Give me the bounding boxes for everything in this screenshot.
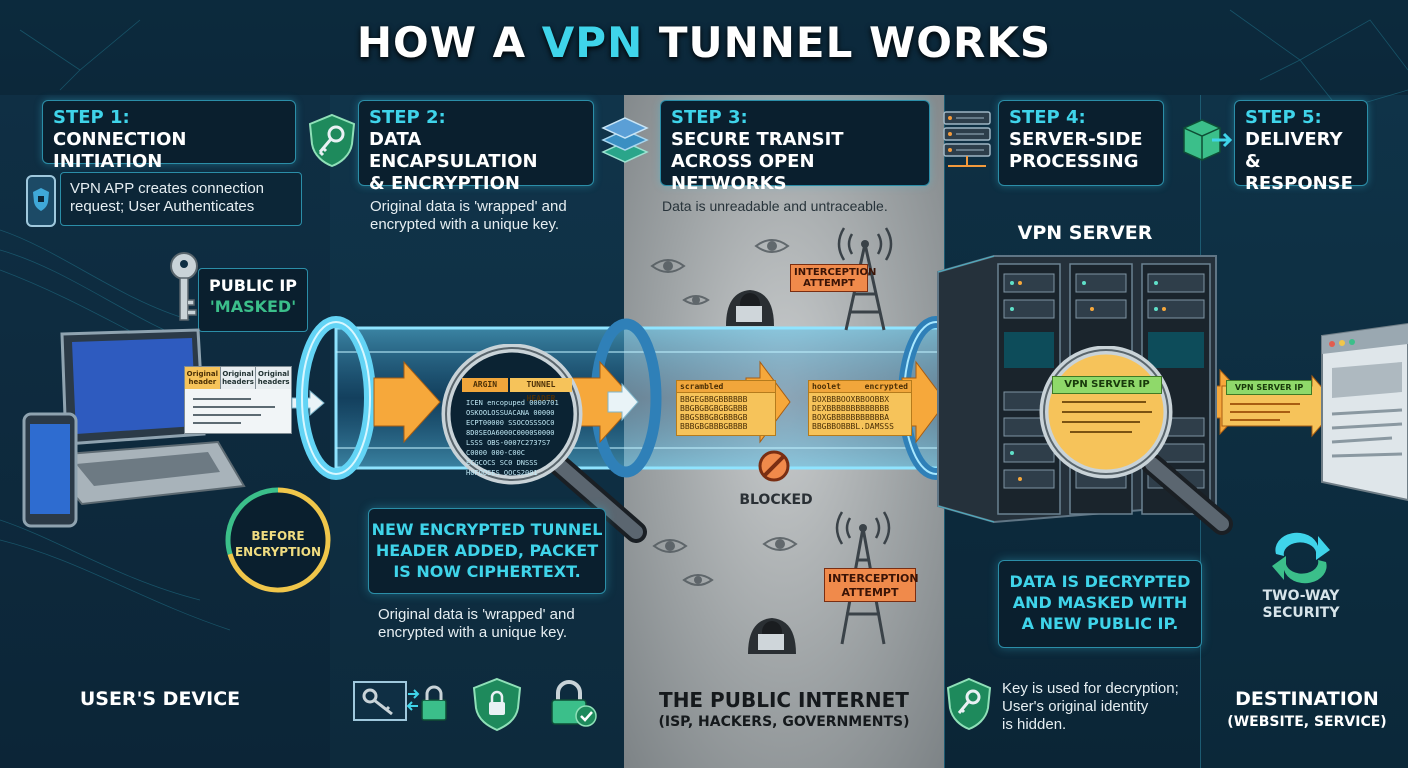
server-magnifier-icon: [1039, 346, 1233, 535]
original-packet: Original header Original headers Origina…: [184, 366, 292, 434]
shield-key-icon: [308, 113, 356, 168]
step-1-label: STEP 1:: [53, 107, 130, 128]
two-way-arrows-icon: [1272, 532, 1330, 584]
step-5-name-line2: RESPONSE: [1245, 173, 1353, 194]
scrambled-header: scrambled: [677, 381, 775, 393]
step-4-name-line2: PROCESSING: [1009, 151, 1139, 172]
step-5-name-line1: DELIVERY &: [1245, 129, 1343, 172]
padlock-check-icon: [551, 680, 597, 727]
masked-label: 'MASKED': [209, 297, 297, 316]
surveillance-eyes-decoration: [650, 239, 890, 654]
package-delivery-icon: [1183, 119, 1233, 161]
two-way-security-label: TWO-WAY SECURITY: [1262, 588, 1340, 621]
step-2-desc2-line2: encrypted with a unique key.: [378, 624, 568, 641]
before-encryption-ring: [225, 487, 331, 593]
server-rack-icon: [943, 111, 991, 167]
key-lock-exchange-icon: [353, 681, 447, 721]
step-4-name-line1: SERVER-SIDE: [1009, 129, 1143, 150]
public-ip-label: PUBLIC IP: [208, 276, 298, 295]
users-device-label: USER'S DEVICE: [79, 688, 241, 710]
app-text-line2: request; User Authenticates: [70, 198, 255, 215]
step-2-desc2-line1: Original data is 'wrapped' and: [378, 606, 575, 623]
lens-header-a: ARGIN: [462, 378, 508, 392]
callout-line3: IS NOW CIPHERTEXT.: [393, 562, 581, 581]
decrypted-callout: DATA IS DECRYPTED AND MASKED WITH A NEW …: [998, 560, 1202, 648]
key-icon: [170, 252, 198, 321]
before-line2: ENCRYPTION: [234, 545, 321, 559]
ciphertext-callout: NEW ENCRYPTED TUNNEL HEADER ADDED, PACKE…: [368, 508, 606, 594]
blocked-label: BLOCKED: [739, 492, 813, 508]
before-encryption-label: BEFORE ENCRYPTION: [222, 528, 334, 560]
destination-label: DESTINATION: [1235, 688, 1379, 710]
website-window-illustration: [1321, 322, 1408, 502]
lens-header-b: TUNNEL HEADER: [510, 378, 572, 403]
step-4-header: STEP 4: SERVER-SIDE PROCESSING: [998, 100, 1164, 186]
step-2-name-line1: DATA ENCAPSULATION: [369, 129, 538, 172]
step-2-label: STEP 2:: [369, 107, 446, 128]
ciphertext-lines: ICEN encopuped 0000701 OSKOOLOSSUACANA 0…: [466, 399, 559, 477]
step-2-header: STEP 2: DATA ENCAPSULATION & ENCRYPTION: [358, 100, 594, 194]
layers-icon: [601, 117, 649, 163]
packet-header-2: Original headers: [220, 367, 257, 389]
vpn-app-info-box: [60, 172, 302, 226]
key-text-line2: User's original identity: [1002, 698, 1149, 715]
key-text-line1: Key is used for decryption;: [1002, 680, 1179, 697]
step-2-desc-line2: encrypted with a unique key.: [370, 216, 560, 233]
key-text-line3: is hidden.: [1002, 716, 1067, 733]
shield-key-icon-2: [946, 677, 992, 730]
step-3-name-line2: ACROSS OPEN NETWORKS: [671, 151, 815, 194]
shield-lock-icon: [472, 677, 522, 732]
before-line1: BEFORE: [251, 529, 305, 543]
page-title: HOW A VPN TUNNEL WORKS: [356, 18, 1052, 67]
app-text-line1: VPN APP creates connection: [70, 180, 265, 197]
public-ip-badge: PUBLIC IP 'MASKED': [198, 268, 308, 332]
vpn-server-label: VPN SERVER: [1017, 222, 1153, 244]
callout-line2: HEADER ADDED, PACKET: [375, 541, 599, 560]
step-5-header: STEP 5: DELIVERY & RESPONSE: [1234, 100, 1368, 194]
blocked-icon: [758, 450, 790, 482]
step-2-name-line2: & ENCRYPTION: [369, 173, 520, 194]
laptop-phone-illustration: [22, 328, 246, 528]
vpn-server-ip-tag: VPN SERVER IP: [1052, 376, 1162, 394]
destination-sublabel: (WEBSITE, SERVICE): [1227, 714, 1387, 730]
title-highlight: VPN: [541, 18, 644, 67]
phone-shield-icon: [26, 175, 56, 227]
step-3-header: STEP 3: SECURE TRANSIT ACROSS OPEN NETWO…: [660, 100, 930, 194]
step-1-name: CONNECTION INITIATION: [53, 129, 187, 172]
packet-body-lines: [193, 398, 275, 424]
destination-ip-tag: VPN SERVER IP: [1226, 380, 1312, 395]
callout-line1: NEW ENCRYPTED TUNNEL: [371, 520, 603, 539]
step-5-label: STEP 5:: [1245, 107, 1322, 128]
packet-header-3: Original headers: [256, 367, 292, 389]
step-1-header: STEP 1: CONNECTION INITIATION: [42, 100, 296, 172]
public-internet-label: THE PUBLIC INTERNET: [659, 688, 909, 712]
step-3-label: STEP 3:: [671, 107, 748, 128]
public-internet-sublabel: (ISP, HACKERS, GOVERNMENTS): [658, 714, 910, 730]
step-3-name-line1: SECURE TRANSIT: [671, 129, 844, 150]
step-4-label: STEP 4:: [1009, 107, 1086, 128]
step-2-desc-line1: Original data is 'wrapped' and: [370, 198, 567, 215]
packet-header-1: Original header: [185, 367, 221, 389]
step-3-desc: Data is unreadable and untraceable.: [662, 198, 888, 214]
